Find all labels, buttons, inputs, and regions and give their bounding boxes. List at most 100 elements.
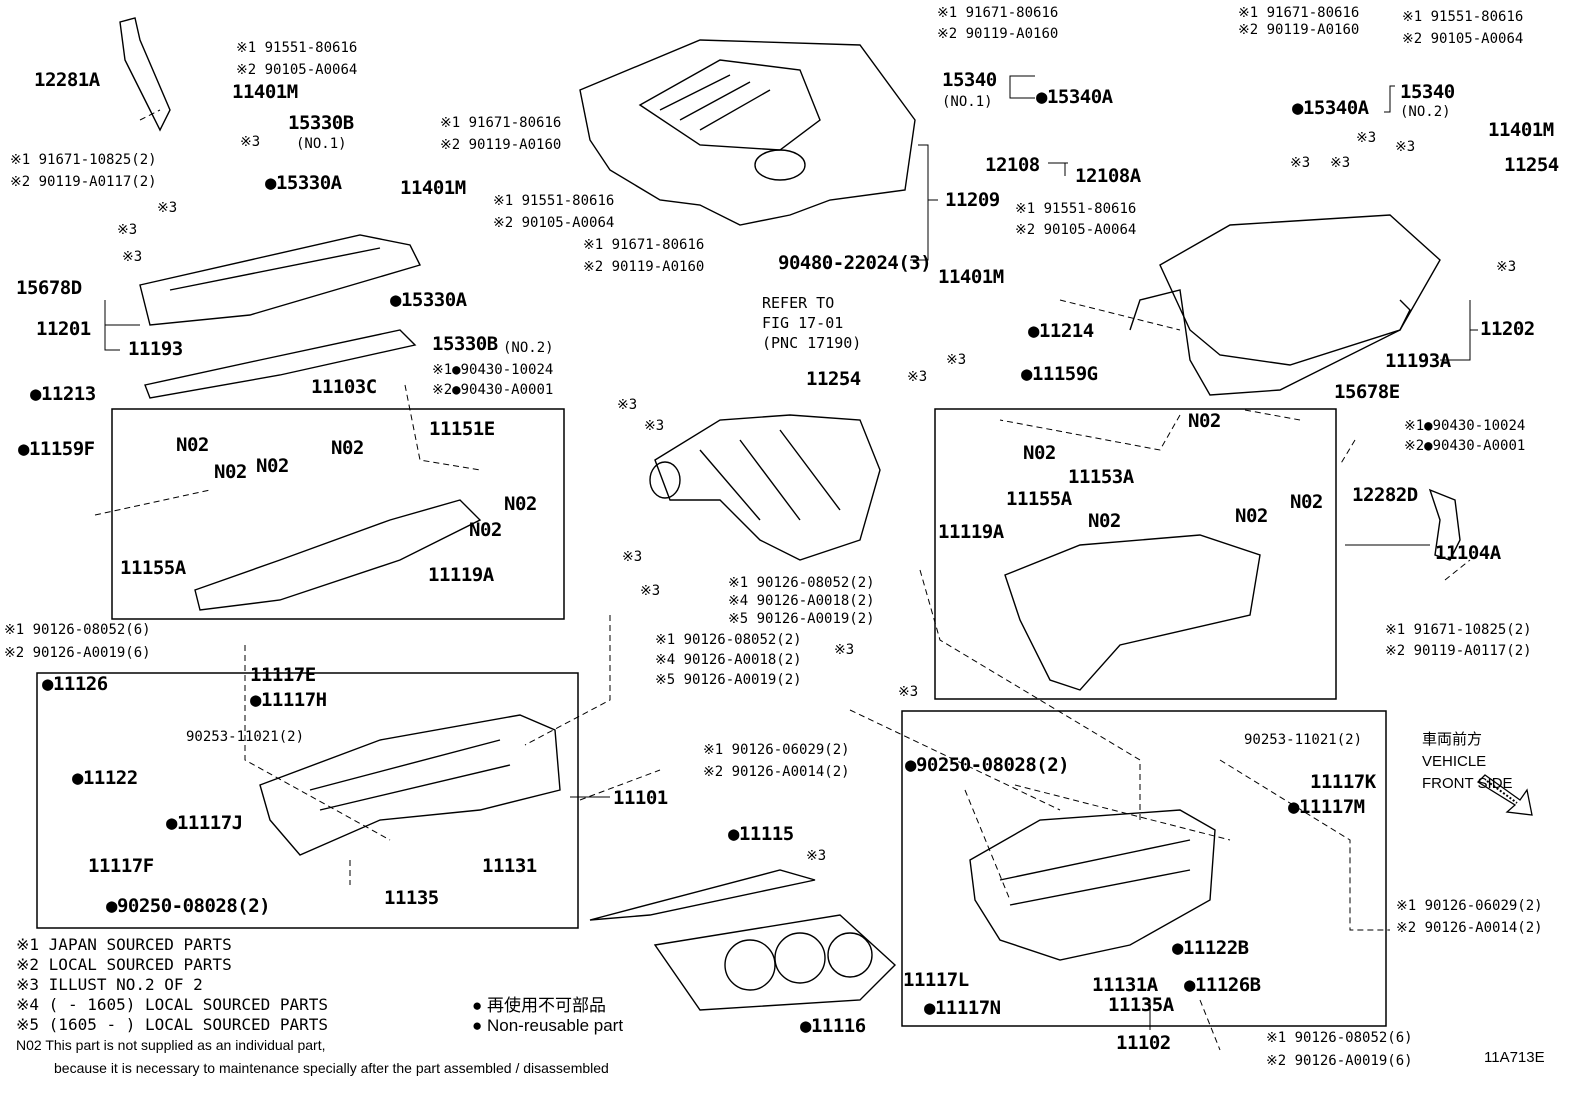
part-label: 11155A <box>120 557 186 579</box>
part-label: 11103C <box>311 376 377 398</box>
part-label: 11209 <box>945 189 1000 211</box>
part-label: ※3 <box>640 583 661 599</box>
part-label: 11401M <box>1488 119 1554 141</box>
part-label: ●15330A <box>390 289 467 311</box>
legend-non-reusable-en: ● Non-reusable part <box>472 1016 624 1035</box>
part-label: ※3 <box>122 249 143 265</box>
part-label: ●11213 <box>30 383 96 405</box>
cylinder-head-11101 <box>259 714 561 856</box>
part-label: ※2 90126-A0014(2) <box>703 764 850 780</box>
vehicle-front-label: 車両前方 VEHICLE FRONT SIDE <box>1422 729 1513 795</box>
part-label: ※2●90430-A0001 <box>432 382 554 398</box>
part-label: ●15330A <box>265 172 342 194</box>
part-label: 11193A <box>1385 350 1451 372</box>
part-label: ※2 90119-A0117(2) <box>10 174 157 190</box>
part-label: 11117E <box>250 664 316 686</box>
part-label: ※1 90126-08052(6) <box>1266 1030 1413 1046</box>
part-label: 11401M <box>938 266 1004 288</box>
part-label: N02 <box>214 461 247 483</box>
part-label: 15340 <box>1400 81 1455 103</box>
part-label: 11155A <box>1006 488 1072 510</box>
part-label: ●11117J <box>166 812 243 834</box>
part-label: ●11117H <box>250 689 327 711</box>
legend-n02-line-2: because it is necessary to maintenance s… <box>54 1060 609 1076</box>
part-label: N02 <box>256 455 289 477</box>
part-label: ※2 90119-A0160 <box>937 26 1059 42</box>
refer-note: REFER TO FIG 17-01 (PNC 17190) <box>762 293 861 353</box>
part-label: ※1 91671-80616 <box>583 237 705 253</box>
box-cam-housing-left <box>111 408 565 620</box>
part-label: 11401M <box>232 81 298 103</box>
part-label: N02 <box>469 519 502 541</box>
part-label: ※3 <box>157 200 178 216</box>
part-label: ※1 91671-10825(2) <box>10 152 157 168</box>
part-label: 11131A <box>1092 974 1158 996</box>
part-label: ●90250-08028(2) <box>106 895 271 917</box>
part-label: ※2 90119-A0160 <box>440 137 562 153</box>
part-label: ●15340A <box>1292 97 1369 119</box>
bracket-12282D <box>1428 488 1461 561</box>
engine-cover-11209 <box>579 39 916 226</box>
part-label: N02 <box>1290 491 1323 513</box>
part-label: ※3 <box>806 848 827 864</box>
gasket-11214 <box>1129 289 1411 396</box>
part-label: ※2 90126-A0014(2) <box>1396 920 1543 936</box>
legend-non-reusable-jp: ● 再使用不可部品 <box>472 996 606 1015</box>
part-label: 15678E <box>1334 381 1400 403</box>
part-label: N02 <box>1023 442 1056 464</box>
part-label: ●15340A <box>1036 86 1113 108</box>
part-label: ※3 <box>1395 139 1416 155</box>
part-label: 11119A <box>428 564 494 586</box>
legend: ※1 JAPAN SOURCED PARTS ※2 LOCAL SOURCED … <box>16 935 328 1035</box>
part-label: 12281A <box>34 69 100 91</box>
part-label: ※3 <box>946 352 967 368</box>
part-label: ※1 91551-80616 <box>236 40 358 56</box>
part-label: 11131 <box>482 855 537 877</box>
part-label: ●11116 <box>800 1015 866 1037</box>
part-label: ※1 91551-80616 <box>493 193 615 209</box>
part-label: ※2 90119-A0117(2) <box>1385 643 1532 659</box>
vehicle-front-en2: FRONT SIDE <box>1422 775 1513 792</box>
part-label: 15330B <box>288 112 354 134</box>
cylinder-head-11102 <box>969 809 1216 961</box>
part-label: ●11126B <box>1184 974 1261 996</box>
part-label: 90480-22024(3) <box>778 252 932 274</box>
part-label: 11135 <box>384 887 439 909</box>
part-label: ※1 90126-08052(2) <box>728 575 875 591</box>
part-label: ※3 <box>644 418 665 434</box>
intake-manifold <box>654 414 881 561</box>
part-label: ※3 <box>240 134 261 150</box>
part-label: 11104A <box>1435 542 1501 564</box>
part-label: ※1 91551-80616 <box>1402 9 1524 25</box>
legend-note-5: ※5 (1605 - ) LOCAL SOURCED PARTS <box>16 1015 329 1034</box>
valve-cover-11202 <box>1159 214 1441 366</box>
part-label: 90253-11021(2) <box>1244 732 1363 748</box>
part-label: ●11122B <box>1172 937 1249 959</box>
part-label: 11102 <box>1116 1032 1171 1054</box>
part-label: 11202 <box>1480 318 1535 340</box>
part-label: ※2 90126-A0019(6) <box>4 645 151 661</box>
part-label: 11135A <box>1108 994 1174 1016</box>
part-label: ※1 91551-80616 <box>1015 201 1137 217</box>
part-label: ※2 90119-A0160 <box>1238 22 1360 38</box>
part-label: N02 <box>1235 505 1268 527</box>
part-label: ※2●90430-A0001 <box>1404 438 1526 454</box>
part-label: ※1 90126-08052(6) <box>4 622 151 638</box>
part-label: ※3 <box>834 642 855 658</box>
vehicle-front-en1: VEHICLE <box>1422 753 1487 770</box>
part-label: ●11115 <box>728 823 794 845</box>
part-label: ※3 <box>617 397 638 413</box>
head-gasket-11116 <box>653 914 897 1011</box>
part-label: N02 <box>1088 510 1121 532</box>
part-label: 11201 <box>36 318 91 340</box>
part-label: N02 <box>176 434 209 456</box>
part-label: N02 <box>1188 410 1221 432</box>
part-label: 90253-11021(2) <box>186 729 305 745</box>
part-label: ※3 <box>1496 259 1517 275</box>
vehicle-front-jp: 車両前方 <box>1422 731 1483 748</box>
part-label: ※3 <box>907 369 928 385</box>
part-label: 11117K <box>1310 771 1376 793</box>
cam-housing-11103C <box>194 499 482 611</box>
box-cylinder-head-right <box>901 710 1387 1027</box>
